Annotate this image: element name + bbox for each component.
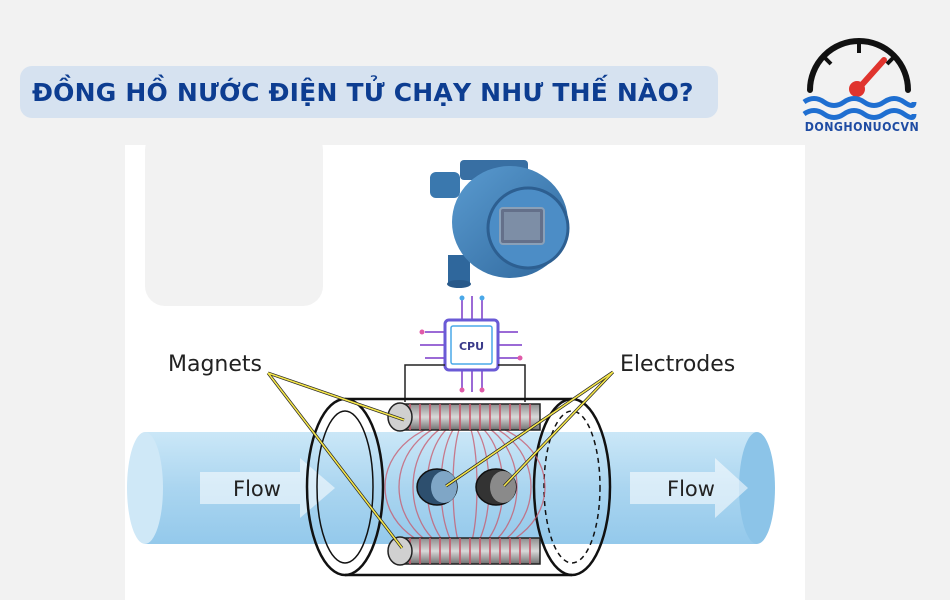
flow-arrow-in (200, 458, 335, 518)
transmitter-housing (430, 160, 570, 288)
placeholder-card (145, 130, 323, 306)
cpu-label: CPU (459, 340, 484, 353)
electrode-right (475, 468, 517, 506)
flow-out-label: Flow (667, 477, 715, 501)
magnet-bottom (387, 536, 541, 566)
brand-name: DONGHONUOCVN (804, 120, 920, 134)
cpu-chip-icon: CPU (419, 295, 523, 393)
water-gauge-icon (802, 38, 917, 120)
signal-wires (404, 364, 526, 402)
flow-arrow-out (630, 458, 748, 518)
electrodes-label: Electrodes (620, 352, 735, 377)
page-title: ĐỒNG HỒ NƯỚC ĐIỆN TỬ CHẠY NHƯ THẾ NÀO? (32, 77, 694, 107)
title-banner: ĐỒNG HỒ NƯỚC ĐIỆN TỬ CHẠY NHƯ THẾ NÀO? (20, 66, 718, 118)
flow-in-label: Flow (233, 477, 281, 501)
magnet-top (387, 402, 541, 432)
electrode-left (416, 468, 458, 506)
magnets-label: Magnets (168, 352, 262, 377)
